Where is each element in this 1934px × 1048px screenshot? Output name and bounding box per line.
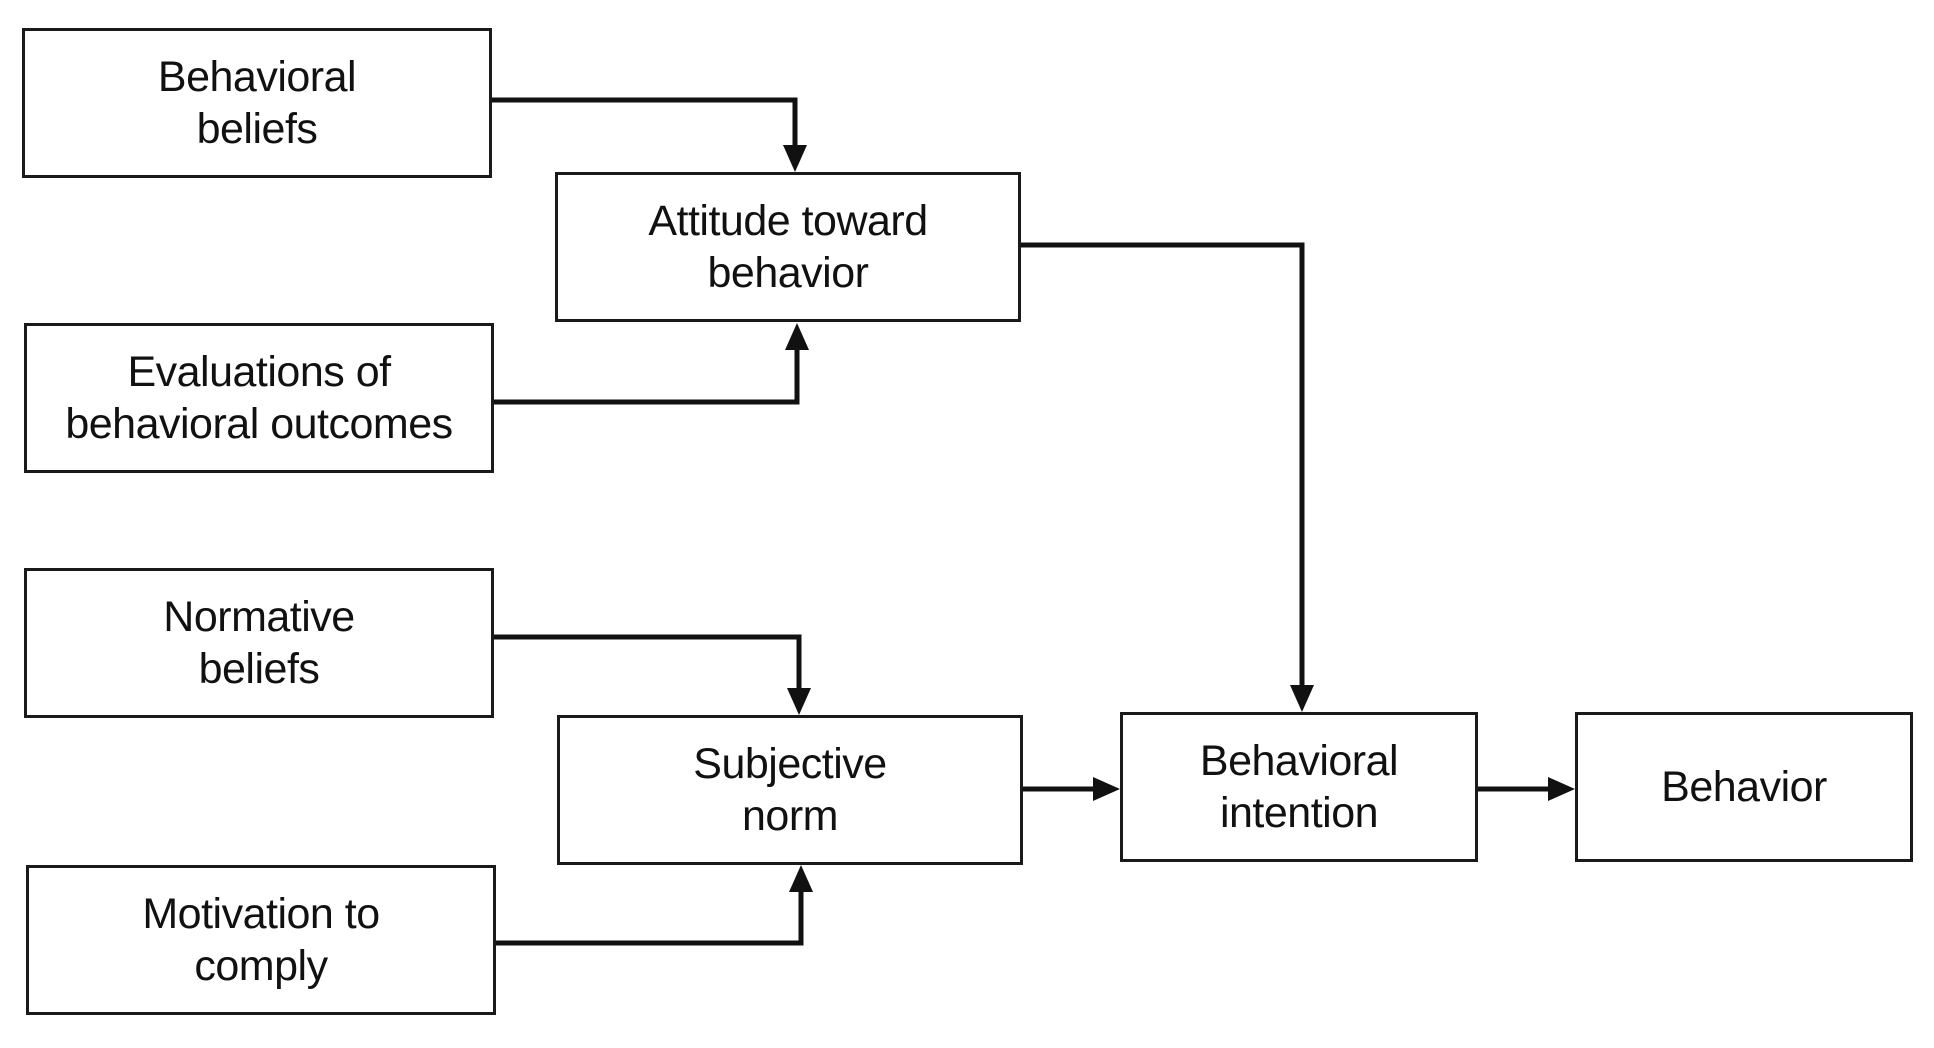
edge-behavioral-beliefs-to-attitude [492, 97, 807, 172]
edge-normative-beliefs-to-subjective-norm [494, 634, 811, 715]
behavior-line-1: Behavior [1661, 763, 1827, 811]
normative-beliefs-line-2: beliefs [198, 645, 320, 693]
attitude-line-2: behavior [707, 249, 869, 297]
behavioral-intention-line-2: intention [1219, 789, 1379, 837]
behavioral-beliefs-line-1: Behavioral [157, 53, 357, 101]
behavioral-beliefs-box: Behavioral beliefs [22, 28, 492, 178]
evaluations-line-1: Evaluations of [127, 348, 391, 396]
subjective-norm-line-2: norm [742, 792, 838, 840]
attitude-box: Attitude toward behavior [555, 172, 1021, 322]
behavioral-intention-line-1: Behavioral [1199, 737, 1399, 785]
motivation-line-1: Motivation to [142, 890, 380, 938]
subjective-norm-box: Subjective norm [557, 715, 1023, 865]
motivation-box: Motivation to comply [26, 865, 496, 1015]
behavioral-beliefs-line-2: beliefs [196, 105, 318, 153]
normative-beliefs-box: Normative beliefs [24, 568, 494, 718]
behavioral-intention-box: Behavioral intention [1120, 712, 1478, 862]
evaluations-line-2: behavioral outcomes [65, 400, 453, 448]
edge-attitude-to-behavioral-intention [1021, 242, 1314, 712]
edge-subjective-norm-to-behavioral-intention [1023, 777, 1120, 801]
motivation-line-2: comply [194, 942, 328, 990]
edge-evaluations-to-attitude [494, 323, 809, 405]
normative-beliefs-line-1: Normative [163, 593, 355, 641]
edge-motivation-to-subjective-norm [496, 865, 813, 946]
attitude-line-1: Attitude toward [648, 197, 928, 245]
subjective-norm-line-1: Subjective [693, 740, 887, 788]
behavior-box: Behavior [1575, 712, 1913, 862]
evaluations-box: Evaluations of behavioral outcomes [24, 323, 494, 473]
edge-behavioral-intention-to-behavior [1478, 777, 1575, 801]
